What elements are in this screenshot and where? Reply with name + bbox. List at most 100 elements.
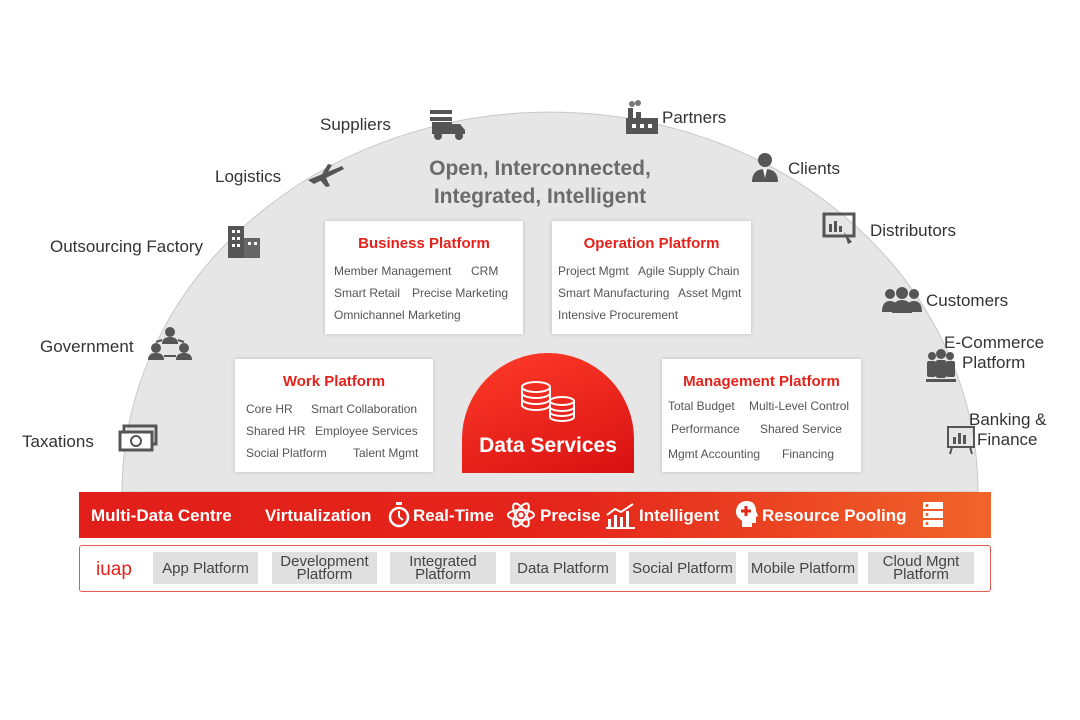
headline: Open, Interconnected, Integrated, Intell… (340, 155, 740, 211)
business-platform-card: Business Platform Member Management CRM … (325, 221, 523, 334)
bar-chart-icon (606, 503, 635, 529)
airplane-icon (308, 164, 344, 187)
stakeholder-taxations: Taxations (22, 432, 94, 452)
chart-board-icon (947, 426, 975, 455)
card-item: Mgmt Accounting (668, 447, 761, 461)
stakeholder-label: E-Commerce (944, 333, 1045, 352)
stakeholder-label: Clients (788, 159, 840, 178)
band-item-real-time: Real-Time (413, 506, 494, 525)
network-people-icon (148, 327, 192, 360)
card-item: CRM (471, 264, 499, 278)
platform-label: App Platform (162, 559, 249, 577)
stakeholder-government: Government (40, 337, 134, 357)
iuap-label: iuap (96, 559, 132, 580)
work-platform-card: Work Platform Core HR Smart Collaboratio… (235, 359, 433, 472)
stakeholder-banking-finance: Banking & Finance (969, 410, 1047, 450)
card-title: Business Platform (358, 235, 490, 252)
database-icon (521, 381, 575, 422)
stopwatch-icon (388, 502, 410, 528)
server-icon (923, 502, 943, 527)
crowd-icon (926, 349, 956, 382)
card-item: Shared HR (246, 424, 306, 438)
stakeholder-logistics: Logistics (215, 167, 281, 187)
person-icon (752, 153, 778, 182)
stakeholder-outsourcing-factory: Outsourcing Factory (50, 237, 203, 257)
stakeholder-clients: Clients (788, 159, 840, 179)
building-icon (228, 226, 260, 258)
headline-line-2: Integrated, Intelligent (433, 185, 647, 208)
brain-icon (736, 501, 758, 527)
platform-mobile: Mobile Platform (748, 552, 858, 584)
stakeholder-distributors: Distributors (870, 221, 956, 241)
platform-label: Integrated (409, 553, 477, 570)
card-item: Performance (671, 422, 740, 436)
stakeholder-suppliers: Suppliers (320, 115, 391, 135)
platform-app: App Platform (153, 552, 258, 584)
card-item: Smart Manufacturing (558, 286, 670, 300)
stakeholder-label: Outsourcing Factory (50, 237, 204, 256)
operation-platform-card: Operation Platform Project Mgmt Agile Su… (552, 221, 751, 334)
card-item: Financing (782, 447, 835, 461)
stakeholder-label: Taxations (22, 432, 94, 451)
band-item-multi-data-centre: Multi-Data Centre (91, 506, 232, 525)
capabilities-band: Multi-Data Centre Virtualization Real-Ti… (79, 492, 991, 538)
platform-label-line-2: Platform (296, 566, 353, 583)
platform-label: Mobile Platform (750, 559, 856, 577)
stakeholder-label: Partners (662, 108, 727, 127)
band-item-resource-pooling: Resource Pooling (762, 506, 907, 525)
card-item: Talent Mgmt (353, 446, 419, 460)
stakeholder-label: Distributors (870, 221, 956, 240)
atom-icon (507, 502, 535, 528)
stakeholder-label: Banking & (969, 410, 1047, 429)
card-item: Asset Mgmt (678, 286, 742, 300)
platform-label: Cloud Mgnt (882, 553, 960, 570)
card-item: Social Platform (246, 446, 327, 460)
card-item: Member Management (334, 264, 452, 278)
card-item: Employee Services (315, 424, 418, 438)
card-item: Smart Collaboration (311, 402, 418, 416)
stakeholder-label: Customers (926, 291, 1009, 310)
platform-data: Data Platform (510, 552, 616, 584)
band-item-intelligent: Intelligent (639, 506, 720, 525)
card-title: Work Platform (282, 373, 386, 390)
card-item: Intensive Procurement (558, 308, 679, 322)
card-item: Agile Supply Chain (638, 264, 740, 278)
headline-line-1: Open, Interconnected, (429, 157, 651, 180)
card-item: Shared Service (760, 422, 843, 436)
group-icon (882, 287, 922, 313)
card-item: Multi-Level Control (749, 399, 850, 413)
platform-label: Development (280, 553, 369, 570)
card-item: Project Mgmt (558, 264, 629, 278)
card-item: Smart Retail (334, 286, 401, 300)
platform-label-line-2: Platform (415, 566, 471, 583)
management-platform-card: Management Platform Total Budget Multi-L… (662, 359, 861, 472)
stakeholder-label-line-2: Platform (962, 353, 1026, 372)
platform-label: Data Platform (517, 559, 609, 577)
truck-icon (430, 110, 465, 140)
card-item: Core HR (246, 402, 293, 416)
money-icon (118, 424, 158, 452)
band-item-precise: Precise (540, 506, 601, 525)
stakeholder-label: Logistics (215, 167, 282, 186)
platform-social: Social Platform (629, 552, 736, 584)
stakeholder-label: Suppliers (320, 115, 391, 134)
platform-label: Social Platform (632, 559, 733, 577)
card-item: Total Budget (668, 399, 735, 413)
band-item-virtualization: Virtualization (265, 506, 372, 525)
presentation-icon (822, 212, 856, 244)
stakeholder-label: Government (40, 337, 134, 356)
card-title: Management Platform (683, 373, 840, 390)
stakeholder-partners: Partners (662, 108, 726, 128)
card-title: Operation Platform (583, 235, 720, 252)
card-item: Precise Marketing (412, 286, 509, 300)
factory-icon (626, 100, 658, 134)
stakeholder-ecommerce-platform: E-Commerce Platform (944, 333, 1044, 373)
stakeholder-customers: Customers (926, 291, 1008, 311)
stakeholder-label-line-2: Finance (977, 430, 1038, 449)
platform-label-line-2: Platform (893, 566, 949, 583)
card-item: Omnichannel Marketing (334, 308, 461, 322)
